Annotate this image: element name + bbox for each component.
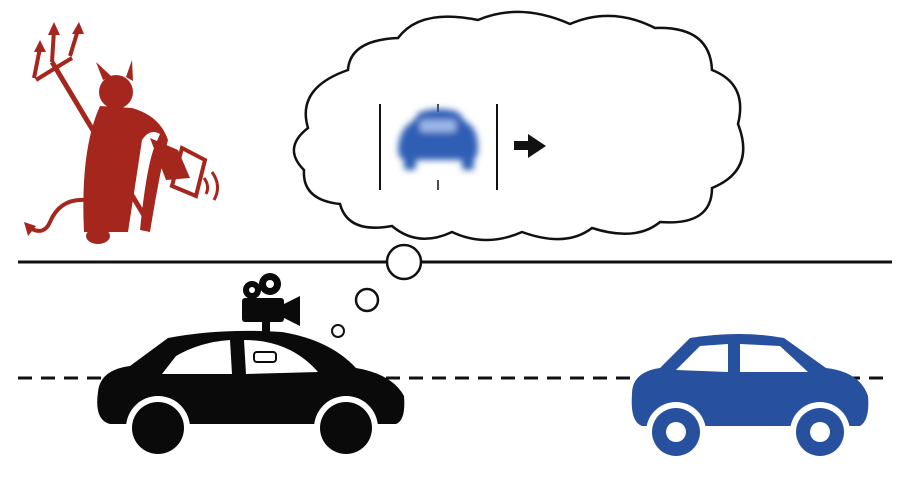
thought-bubble-small bbox=[331, 324, 345, 338]
video-camera-icon bbox=[242, 273, 300, 326]
ego-car-icon bbox=[97, 318, 405, 460]
thought-bubble-large bbox=[385, 243, 423, 281]
devil-icon bbox=[24, 22, 219, 244]
perceived-image-frame bbox=[379, 104, 498, 190]
thought-bubble-medium bbox=[354, 287, 380, 313]
thought-cloud bbox=[292, 10, 745, 242]
arrow-right-icon bbox=[514, 134, 546, 158]
blurred-car-icon bbox=[398, 109, 478, 170]
target-car-icon bbox=[631, 334, 869, 462]
